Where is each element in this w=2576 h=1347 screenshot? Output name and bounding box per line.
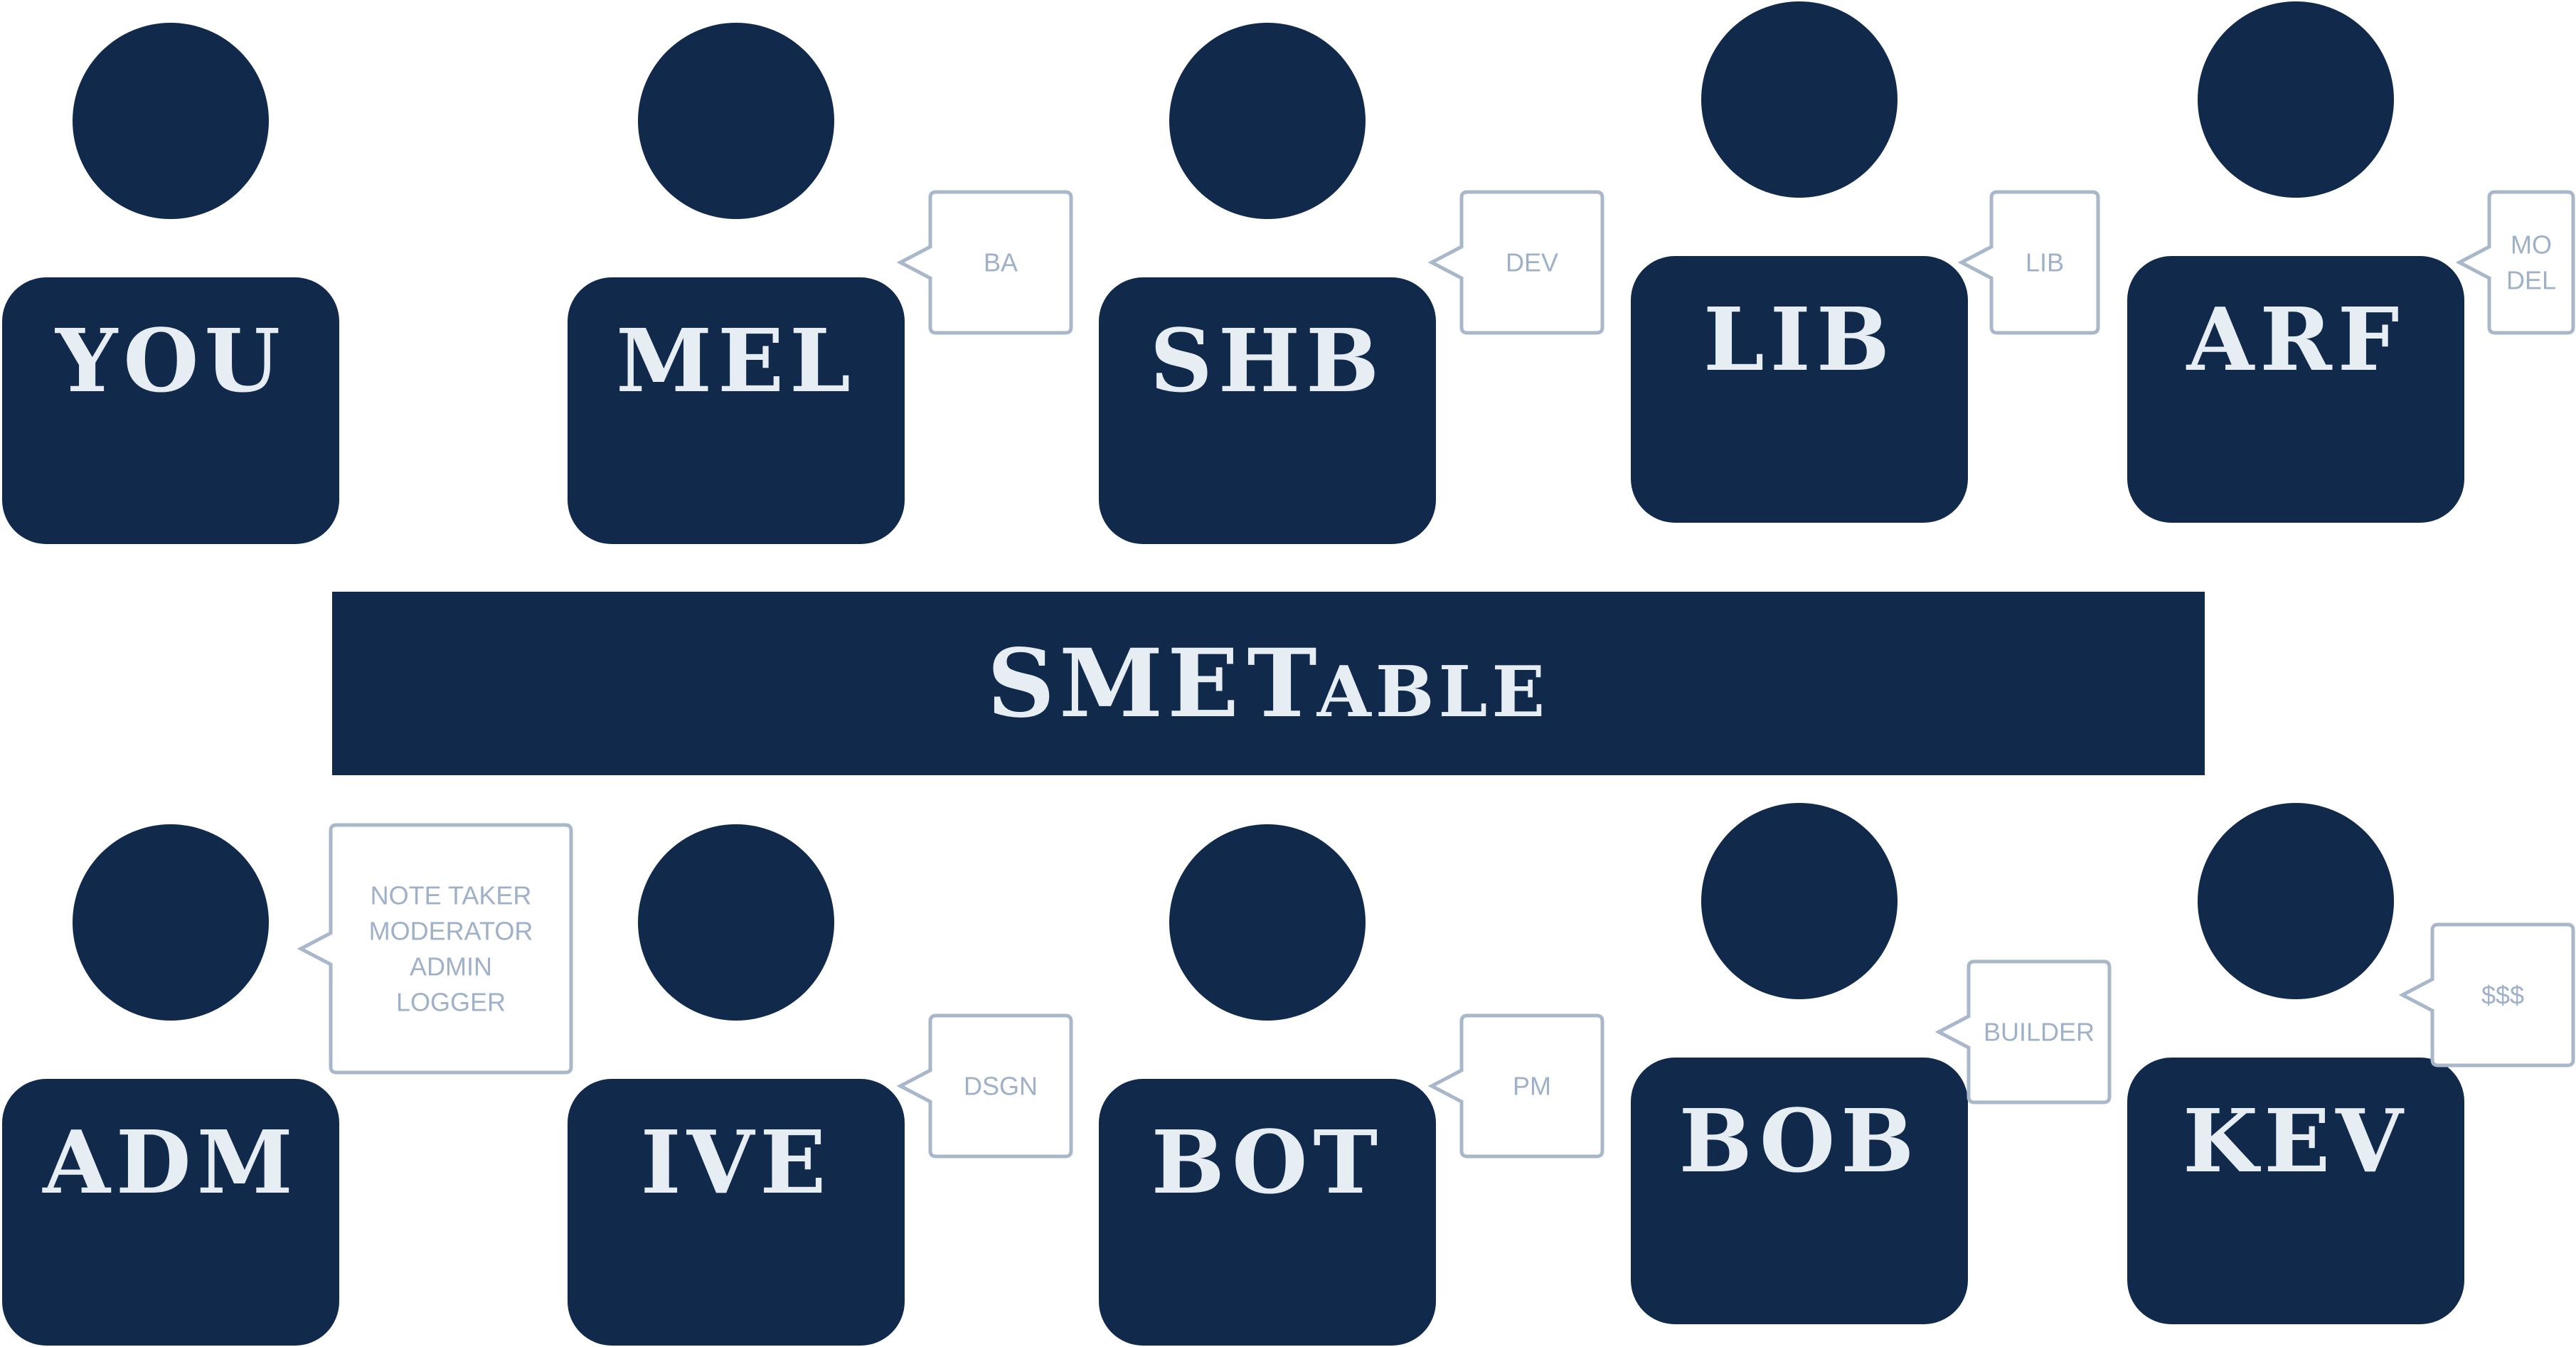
person-body — [1099, 1079, 1436, 1346]
bubble-text: LIB — [2026, 248, 2064, 277]
person-label: BOT — [1151, 1111, 1383, 1213]
bubble-text: LOGGER — [396, 988, 506, 1017]
person-bot: BOT PM — [1099, 824, 1604, 1346]
person-body — [1099, 277, 1436, 544]
bubble-outline — [1934, 959, 2112, 1104]
bubble-text: ADMIN — [410, 952, 492, 981]
person-body — [2127, 256, 2464, 523]
table-surface — [332, 592, 2205, 775]
bubble-text: MODERATOR — [369, 917, 533, 946]
person-ive: IVE DSGN — [568, 824, 1073, 1346]
bubble-outline — [1957, 190, 2100, 335]
person-label: ADM — [42, 1111, 299, 1213]
person-arf: ARF MO DEL — [2127, 1, 2575, 523]
bubble-text: $$$ — [2481, 981, 2524, 1010]
person-label: MEL — [616, 309, 856, 412]
person-body — [568, 277, 905, 544]
bubble-text: DEV — [1506, 248, 1558, 277]
person-label: KEV — [2183, 1090, 2409, 1192]
person-mel: MEL BA — [568, 23, 1073, 544]
person-head — [638, 23, 834, 219]
person-label: SHB — [1150, 309, 1385, 412]
role-bubble: BUILDER — [1934, 959, 2112, 1104]
bubble-text: PM — [1513, 1072, 1551, 1101]
person-label: ARF — [2186, 288, 2405, 390]
bubble-text: BA — [984, 248, 1018, 277]
role-bubble: PM — [1427, 1013, 1604, 1159]
person-label: BOB — [1679, 1090, 1920, 1192]
person-head — [1169, 23, 1366, 219]
table-title: SME TABLE — [987, 629, 1549, 739]
role-bubble: LIB — [1957, 190, 2100, 335]
person-shb: SHB DEV — [1099, 23, 1604, 544]
bubble-text: MO — [2511, 230, 2552, 260]
bubble-outline — [1427, 1013, 1604, 1159]
person-head — [2198, 803, 2394, 999]
person-label: LIB — [1703, 288, 1895, 390]
bubble-outline — [2455, 190, 2575, 335]
person-head — [73, 824, 269, 1021]
bubble-text: NOTE TAKER — [371, 881, 532, 910]
person-label: YOU — [54, 309, 286, 412]
role-bubble: MO DEL — [2455, 190, 2575, 335]
bubble-outline — [297, 823, 573, 1075]
role-bubble: BA — [896, 190, 1073, 335]
person-head — [2198, 1, 2394, 198]
bubble-text: DSGN — [964, 1072, 1038, 1101]
person-label: IVE — [641, 1111, 832, 1213]
person-body — [1631, 1058, 1968, 1324]
person-you: YOU — [2, 23, 339, 544]
person-body — [2127, 1058, 2464, 1324]
person-adm: ADM NOTE TAKER MODERATOR ADMIN LOGGER — [2, 823, 573, 1346]
person-kev: KEV $$$ — [2127, 803, 2575, 1324]
table-title-first: T — [1247, 629, 1316, 739]
person-body — [2, 277, 339, 544]
person-body — [1631, 256, 1968, 523]
table-title-rest: ABLE — [1316, 651, 1549, 733]
person-lib: LIB LIB — [1631, 1, 2100, 523]
bubble-outline — [896, 1013, 1073, 1159]
bubble-outline — [1427, 190, 1604, 335]
role-bubble: NOTE TAKER MODERATOR ADMIN LOGGER — [297, 823, 573, 1075]
table-title-main: SME — [987, 629, 1243, 739]
sme-table: SME TABLE — [332, 592, 2205, 775]
person-head — [638, 824, 834, 1021]
person-head — [73, 23, 269, 219]
person-head — [1169, 824, 1366, 1021]
bubble-text: DEL — [2506, 266, 2556, 295]
role-bubble: DEV — [1427, 190, 1604, 335]
person-head — [1701, 1, 1898, 198]
person-bob: BOB BUILDER — [1631, 803, 2112, 1324]
role-bubble: $$$ — [2398, 922, 2575, 1068]
person-body — [568, 1079, 905, 1346]
bubble-outline — [896, 190, 1073, 335]
person-body — [2, 1079, 339, 1346]
bubble-text: BUILDER — [1984, 1018, 2095, 1047]
person-head — [1701, 803, 1898, 999]
role-bubble: DSGN — [896, 1013, 1073, 1159]
bubble-outline — [2398, 922, 2575, 1068]
